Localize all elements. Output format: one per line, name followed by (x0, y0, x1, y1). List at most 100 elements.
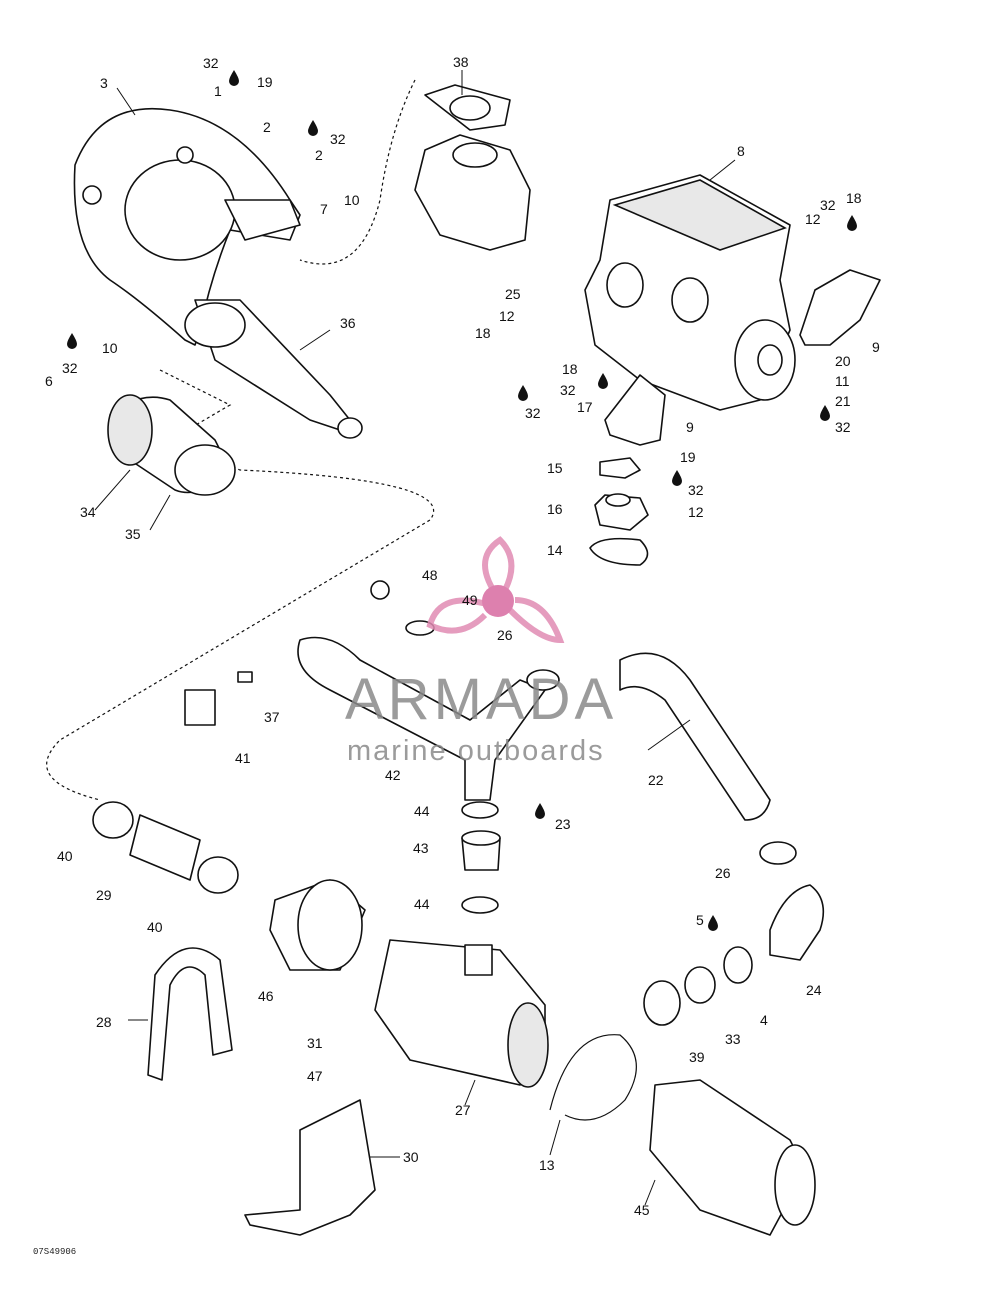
part-24-elbow (769, 884, 825, 961)
part-label-2: 2 (263, 119, 271, 135)
part-35-sleeve (107, 394, 236, 496)
part-label-37: 37 (264, 709, 280, 725)
part-label-45: 45 (634, 1202, 650, 1218)
part-label-1: 1 (214, 83, 222, 99)
part-14-gasket (589, 537, 649, 566)
part-label-19: 19 (257, 74, 273, 90)
part-label-40: 40 (147, 919, 163, 935)
part-label-17: 17 (577, 399, 593, 415)
watermark-propeller-icon (426, 536, 565, 644)
part-label-10: 10 (102, 340, 118, 356)
part-label-33: 33 (725, 1031, 741, 1047)
part-label-18: 18 (475, 325, 491, 341)
part-label-4: 4 (760, 1012, 768, 1028)
part-label-32: 32 (330, 131, 346, 147)
part-9-bracket-right (799, 269, 881, 346)
part-label-5: 5 (696, 912, 704, 928)
part-label-9: 9 (686, 419, 694, 435)
part-13-strap (549, 1034, 637, 1121)
part-27-muffler (374, 939, 549, 1088)
part-43-coupler (461, 830, 501, 871)
part-40-clamp-lower (197, 856, 239, 894)
part-40-clamp-upper (92, 801, 134, 839)
part-label-15: 15 (547, 460, 563, 476)
part-label-6: 6 (45, 373, 53, 389)
part-39-nut (643, 980, 681, 1026)
part-label-49: 49 (462, 592, 478, 608)
part-label-22: 22 (648, 772, 664, 788)
part-label-23: 23 (555, 816, 571, 832)
part-label-9: 9 (872, 339, 880, 355)
part-42-y-hose (297, 636, 546, 801)
part-37-clip (237, 671, 253, 683)
routing-line-exhaust (46, 369, 435, 801)
part-label-10: 10 (344, 192, 360, 208)
part-label-32: 32 (525, 405, 541, 421)
part-label-32: 32 (820, 197, 836, 213)
part-label-12: 12 (688, 504, 704, 520)
part-44-clamp-upper (461, 801, 499, 819)
part-16-engine-mount (594, 493, 649, 531)
leader-lines (94, 70, 736, 1206)
part-33-ring (684, 966, 716, 1004)
part-label-39: 39 (689, 1049, 705, 1065)
part-label-42: 42 (385, 767, 401, 783)
part-label-12: 12 (805, 211, 821, 227)
part-label-32: 32 (835, 419, 851, 435)
part-38-exhaust-outlet (414, 84, 531, 251)
part-label-18: 18 (846, 190, 862, 206)
part-label-3: 3 (100, 75, 108, 91)
part-label-26: 26 (715, 865, 731, 881)
part-26-clamp-upper (526, 669, 560, 691)
part-label-27: 27 (455, 1102, 471, 1118)
part-15-plate (599, 457, 641, 479)
part-36-cone-pipe (184, 299, 363, 439)
part-label-12: 12 (499, 308, 515, 324)
part-label-41: 41 (235, 750, 251, 766)
part-label-11: 11 (835, 373, 850, 389)
part-label-44: 44 (414, 803, 430, 819)
part-label-32: 32 (688, 482, 704, 498)
part-26-clamp-lower (759, 841, 797, 865)
part-label-35: 35 (125, 526, 141, 542)
figure-code: 07S49906 (33, 1247, 77, 1257)
part-label-26: 26 (497, 627, 513, 643)
part-9-bracket-mount (604, 374, 666, 446)
watermark-subtitle: marine outboards (347, 735, 605, 767)
part-label-38: 38 (453, 54, 469, 70)
part-30-support (244, 1099, 376, 1236)
part-label-31: 31 (307, 1035, 323, 1051)
part-label-21: 21 (835, 393, 851, 409)
part-label-32: 32 (203, 55, 219, 71)
part-label-19: 19 (680, 449, 696, 465)
part-label-28: 28 (96, 1014, 112, 1030)
part-label-13: 13 (539, 1157, 555, 1173)
part-22-hose (619, 652, 771, 821)
drop-markers (67, 70, 857, 931)
routing-line-38 (299, 79, 416, 265)
part-46-sleeve (269, 879, 366, 971)
part-label-25: 25 (505, 286, 521, 302)
part-label-44: 44 (414, 896, 430, 912)
part-label-47: 47 (307, 1068, 323, 1084)
part-44-clamp-lower (461, 896, 499, 914)
part-41-clip (184, 689, 216, 726)
part-label-32: 32 (62, 360, 78, 376)
part-3-exhaust-manifold (73, 107, 301, 346)
part-48-fastener (370, 580, 390, 600)
part-label-29: 29 (96, 887, 112, 903)
part-label-36: 36 (340, 315, 356, 331)
part-45-cover (649, 1079, 816, 1236)
part-label-43: 43 (413, 840, 429, 856)
part-label-7: 7 (320, 201, 328, 217)
part-8-engine (584, 174, 796, 411)
part-label-14: 14 (547, 542, 563, 558)
part-label-2: 2 (315, 147, 323, 163)
part-29-hose (129, 814, 201, 881)
part-label-48: 48 (422, 567, 438, 583)
part-label-32: 32 (560, 382, 576, 398)
part-label-20: 20 (835, 353, 851, 369)
part-label-40: 40 (57, 848, 73, 864)
